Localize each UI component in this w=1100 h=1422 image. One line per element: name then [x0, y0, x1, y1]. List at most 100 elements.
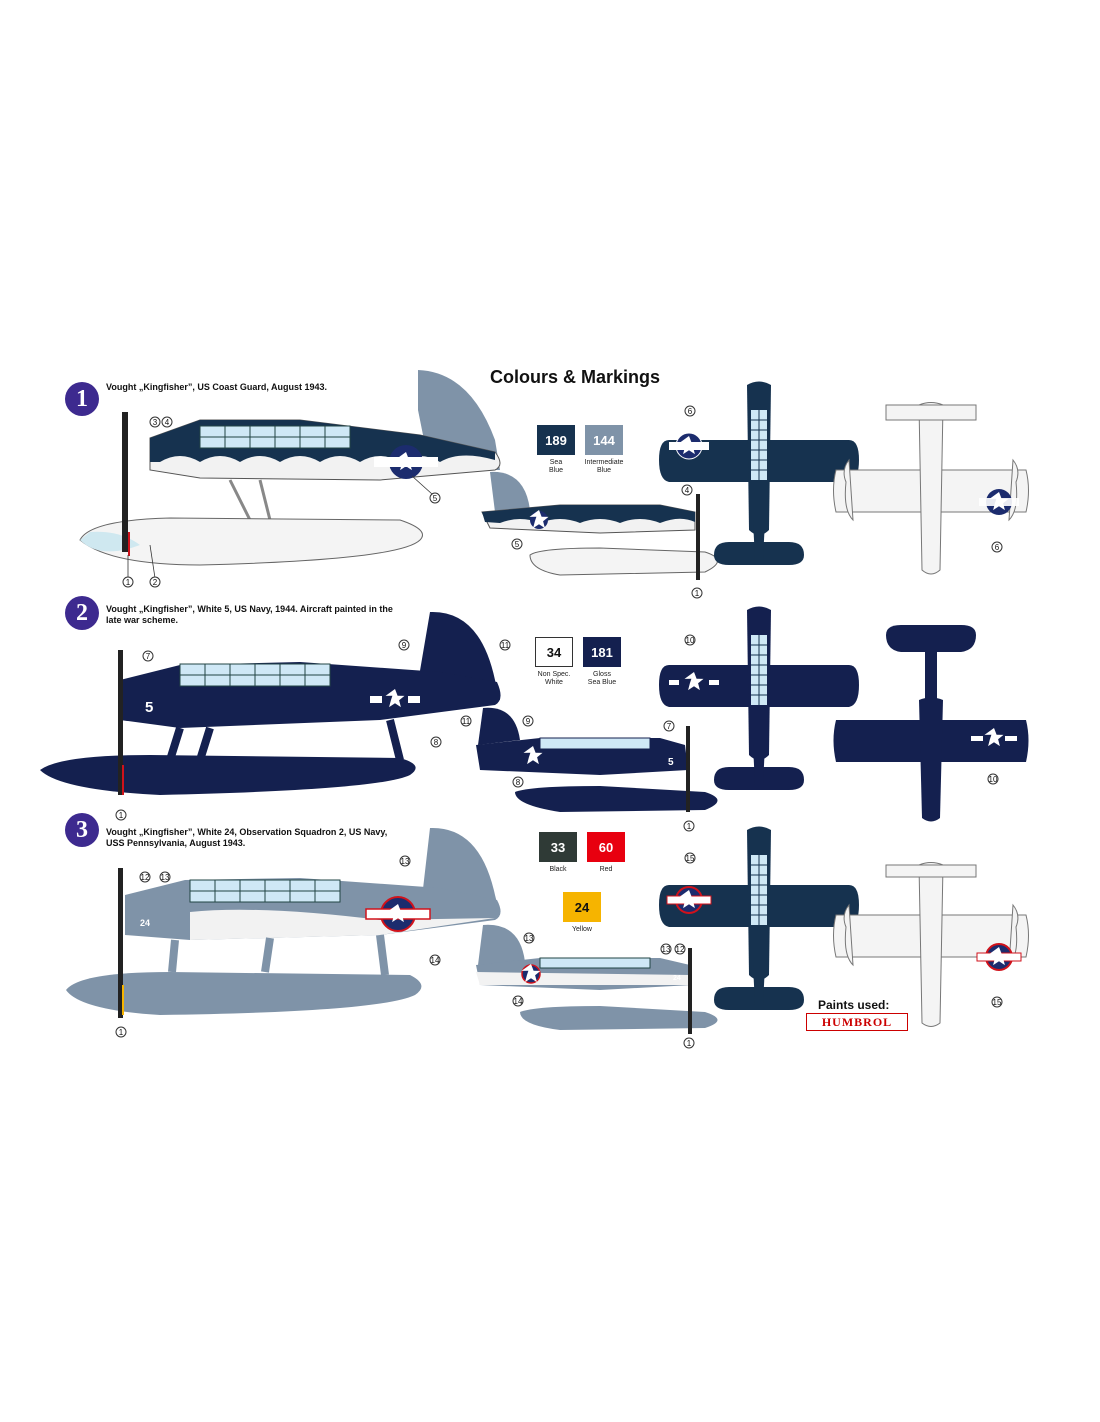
swatch-181-label-1: Gloss	[593, 671, 611, 678]
swatch-33-label: Black	[549, 866, 567, 873]
callout-9-s2-small: 9	[522, 715, 534, 727]
scheme-2-caption-line2: late war scheme.	[106, 615, 179, 625]
scheme-2-caption: Vought „Kingfisher”, White 5, US Navy, 1…	[106, 604, 436, 626]
scheme-2-side-view: 5	[40, 611, 501, 795]
callout-9-s2: 9	[398, 639, 410, 651]
scheme-1-caption-line1: Vought „Kingfisher”, US Coast Guard, Aug…	[106, 382, 328, 392]
aircraft-code-24-small: 24	[673, 975, 681, 982]
callout-1-s3-small: 1	[683, 1037, 695, 1049]
svg-text:6: 6	[995, 543, 1000, 552]
callout-4-s1-small: 4	[681, 484, 693, 496]
scheme-3-small-side-view: 24	[476, 924, 718, 1034]
svg-text:14: 14	[431, 956, 440, 965]
callout-4-s1: 4	[161, 416, 173, 428]
callout-12-s3: 12	[139, 871, 151, 883]
svg-text:4: 4	[165, 418, 170, 427]
callout-3-s1: 3	[149, 416, 161, 428]
svg-text:1: 1	[687, 1039, 692, 1048]
swatch-144-label: Intermediate Blue	[574, 459, 634, 475]
svg-text:12: 12	[676, 945, 685, 954]
aircraft-code-24: 24	[140, 918, 150, 928]
svg-text:15: 15	[993, 998, 1002, 1007]
swatch-189-label-2: Blue	[548, 467, 563, 474]
scheme-2-badge: 2	[65, 596, 99, 630]
callout-1-s1-small: 1	[691, 587, 703, 599]
callout-11-s2-small: 11	[460, 715, 472, 727]
svg-text:7: 7	[146, 652, 151, 661]
paints-used-label: Paints used:	[818, 998, 890, 1012]
callout-8-s2: 8	[430, 736, 442, 748]
swatch-144-label-2: Blue	[596, 467, 611, 474]
svg-text:5: 5	[433, 494, 438, 503]
page-title: Colours & Markings	[490, 367, 661, 387]
callout-2-s1: 2	[149, 544, 161, 588]
scheme-3-caption-line2: USS Pennsylvania, August 1943.	[106, 838, 246, 848]
scheme-1-caption: Vought „Kingfisher”, US Coast Guard, Aug…	[106, 382, 436, 393]
callout-15-bottom: 15	[991, 996, 1003, 1008]
scheme-3-caption: Vought „Kingfisher”, White 24, Observati…	[106, 827, 436, 849]
svg-text:11: 11	[462, 717, 471, 726]
scheme-1-side-view	[79, 370, 501, 566]
svg-text:13: 13	[525, 934, 534, 943]
scheme-3-bottom-view	[833, 862, 1029, 1027]
svg-text:7: 7	[667, 722, 672, 731]
callout-7-s2-small: 7	[663, 720, 675, 732]
scheme-1-top-view	[659, 381, 859, 565]
svg-text:3: 3	[153, 418, 158, 427]
svg-text:1: 1	[695, 589, 700, 598]
callout-1-s1: 1	[122, 555, 134, 588]
callout-13-s3: 13	[159, 871, 171, 883]
svg-text:13: 13	[401, 857, 410, 866]
svg-text:4: 4	[685, 486, 690, 495]
callout-11-s2: 11	[499, 639, 511, 651]
callout-1-s3: 1	[115, 1026, 127, 1038]
callout-15-top: 15	[684, 852, 696, 864]
swatch-189-label: Sea Blue	[526, 459, 586, 475]
svg-text:1: 1	[119, 811, 124, 820]
swatch-189: 189	[537, 425, 575, 455]
swatch-33: 33	[539, 832, 577, 862]
svg-text:11: 11	[501, 641, 510, 650]
humbrol-logo: HUMBROL	[806, 1013, 908, 1031]
scheme-1-badge: 1	[65, 382, 99, 416]
svg-text:13: 13	[662, 945, 671, 954]
scheme-3-badge: 3	[65, 813, 99, 847]
callout-5-s1: 5	[411, 475, 441, 504]
svg-text:10: 10	[686, 636, 695, 645]
callout-13-s3-tail: 13	[399, 855, 411, 867]
scheme-1-bottom-view	[833, 402, 1029, 575]
callout-13-s3-small: 13	[523, 932, 535, 944]
callout-10-bottom: 10	[987, 773, 999, 785]
aircraft-code-5: 5	[145, 699, 153, 716]
callout-5-s1-small: 5	[511, 538, 523, 550]
callout-7-s2: 7	[142, 650, 154, 662]
callout-10-top: 10	[684, 634, 696, 646]
swatch-24-label: Yellow	[572, 926, 592, 933]
svg-text:5: 5	[515, 540, 520, 549]
svg-text:1: 1	[119, 1028, 124, 1037]
svg-text:15: 15	[686, 854, 695, 863]
svg-text:8: 8	[516, 778, 521, 787]
scheme-2-small-side-view: 5	[476, 707, 718, 812]
swatch-181-label: Gloss Sea Blue	[572, 671, 632, 687]
scheme-2-bottom-view	[833, 625, 1029, 822]
callout-13-s3-small-b: 13	[660, 943, 672, 955]
swatch-24: 24	[563, 892, 601, 922]
scheme-3-top-view	[659, 826, 859, 1010]
swatch-34-label: Non Spec. White	[524, 671, 584, 687]
svg-text:6: 6	[688, 407, 693, 416]
scheme-3-caption-line1: Vought „Kingfisher”, White 24, Observati…	[106, 827, 388, 837]
swatch-144-label-1: Intermediate	[584, 459, 624, 466]
swatch-60-label: Red	[599, 866, 613, 873]
callout-14-s3-small: 14	[512, 995, 524, 1007]
swatch-60: 60	[587, 832, 625, 862]
svg-text:9: 9	[402, 641, 407, 650]
callout-1-s2-small: 1	[683, 820, 695, 832]
callout-1-s2: 1	[115, 809, 127, 821]
callout-6-bottom: 6	[991, 541, 1003, 553]
svg-text:2: 2	[153, 578, 158, 587]
aircraft-code-5-small: 5	[668, 757, 674, 768]
svg-text:10: 10	[989, 775, 998, 784]
svg-text:13: 13	[161, 873, 170, 882]
